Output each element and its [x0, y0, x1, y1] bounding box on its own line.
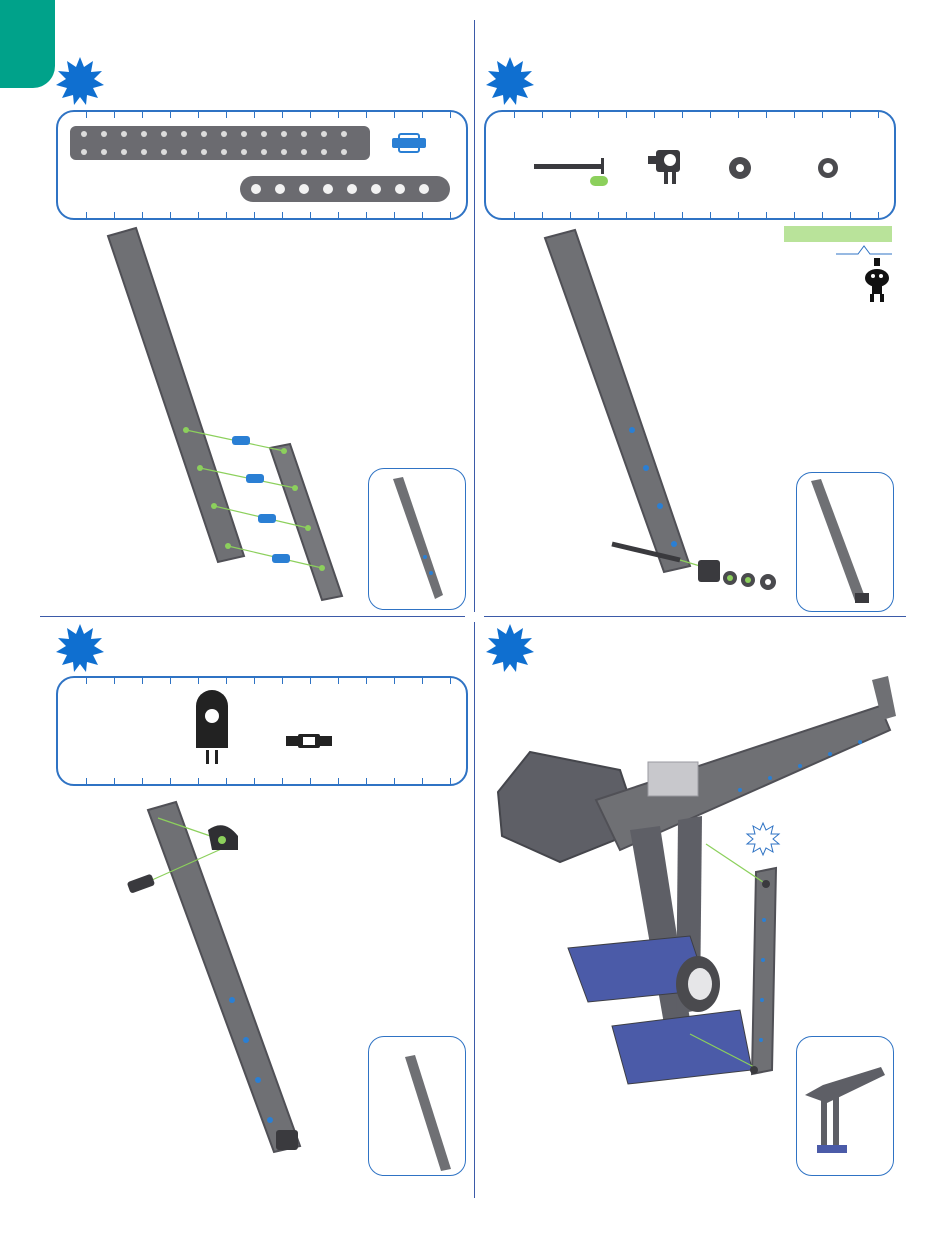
attachment-burst-icon [746, 822, 780, 856]
step-4-result-inset [796, 1036, 894, 1176]
